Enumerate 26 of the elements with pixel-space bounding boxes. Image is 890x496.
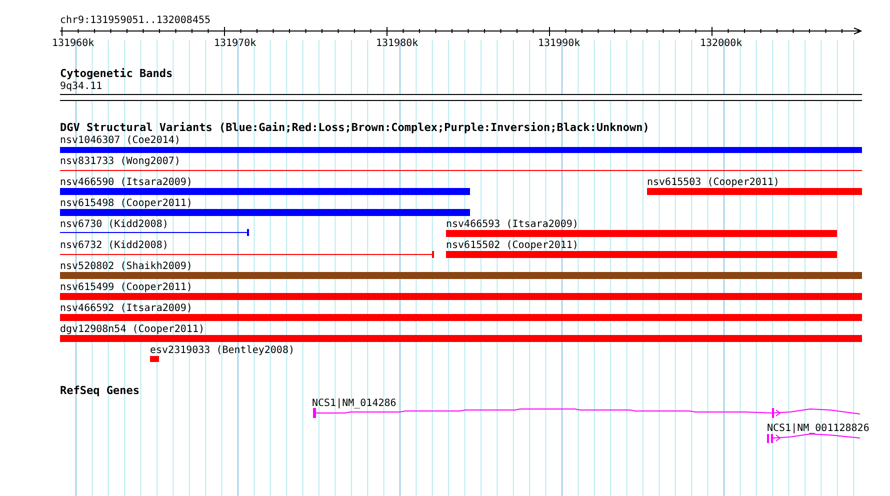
axis-tick-label: 131960k [52,38,94,49]
track-title: Cytogenetic Bands [60,68,173,79]
track-title: RefSeq Genes [60,385,140,396]
feature-label: nsv615499 (Cooper2011) [60,282,192,293]
feature-label: dgv12908n54 (Cooper2011) [60,324,204,335]
feature-label: nsv615503 (Cooper2011) [647,177,780,188]
feature-label: nsv466592 (Itsara2009) [60,303,192,314]
feature-label: nsv615502 (Cooper2011) [446,240,578,251]
feature-label: nsv466590 (Itsara2009) [60,177,192,188]
axis-tick-label: 132000k [700,38,742,49]
feature-label: nsv615498 (Cooper2011) [60,198,192,209]
axis-tick-label: 131970k [214,38,256,49]
feature-label: nsv520802 (Shaikh2009) [60,261,192,272]
feature-label: esv2319033 (Bentley2008) [150,345,294,356]
gene-label: NCS1|NM_001128826 [767,423,870,434]
feature-label: nsv6730 (Kidd2008) [60,219,168,230]
gene-label: NCS1|NM_014286 [312,398,396,409]
feature-label: nsv6732 (Kidd2008) [60,240,168,251]
band-label: 9q34.11 [60,81,102,92]
axis-tick-label: 131990k [538,38,580,49]
region-label: chr9:131959051..132008455 [60,15,211,26]
feature-label: nsv1046307 (Coe2014) [60,135,180,146]
feature-label: nsv831733 (Wong2007) [60,156,180,167]
track-title: DGV Structural Variants (Blue:Gain;Red:Loss;Brown:Complex;Purple:Inversion;Black:Unknown) [60,122,650,133]
feature-label: nsv466593 (Itsara2009) [446,219,578,230]
axis-tick-label: 131980k [376,38,418,49]
